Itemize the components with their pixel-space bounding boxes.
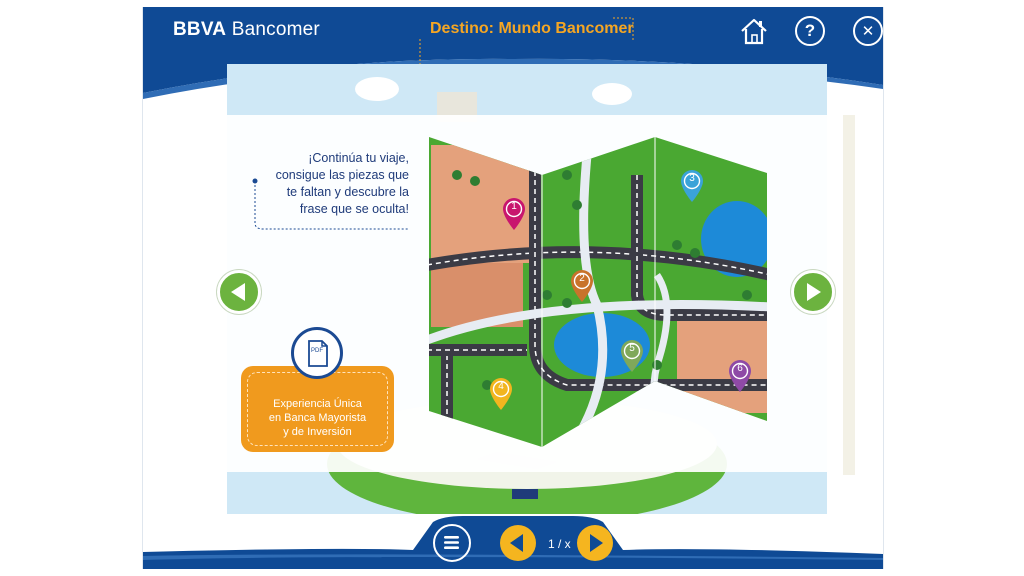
- close-button[interactable]: ✕: [853, 16, 883, 46]
- close-icon: ✕: [861, 22, 875, 40]
- caret-left-icon: [510, 534, 523, 552]
- map-pin-icon: [503, 198, 525, 230]
- map-pin-icon: [681, 170, 703, 202]
- page-next-button[interactable]: [577, 525, 613, 561]
- instructions-line-4: frase que se oculta!: [299, 202, 409, 216]
- previous-button[interactable]: [217, 270, 261, 314]
- map-pin-label: 4: [498, 381, 504, 392]
- next-button[interactable]: [791, 270, 835, 314]
- map-pin-1[interactable]: 1: [501, 197, 527, 231]
- pdf-title-line-1: Experiencia Única: [273, 398, 362, 410]
- brand-light: Bancomer: [226, 19, 320, 40]
- pdf-resource-card[interactable]: Experiencia Única en Banca Mayorista y d…: [241, 366, 394, 452]
- brand-logo: BBVA Bancomer: [173, 19, 320, 41]
- help-button[interactable]: ?: [795, 16, 825, 46]
- folded-map[interactable]: [427, 135, 771, 453]
- pdf-title-line-2: en Banca Mayorista: [268, 412, 367, 424]
- map-pin-2[interactable]: 2: [569, 269, 595, 303]
- instructions-connector: [252, 178, 409, 230]
- pdf-badge-text: PDF: [311, 348, 323, 354]
- help-icon: ?: [804, 21, 816, 40]
- page-counter: 1 / x: [548, 537, 571, 551]
- home-button[interactable]: [739, 16, 769, 46]
- map-pin-label: 1: [511, 201, 517, 212]
- map-pin-label: 6: [737, 363, 743, 374]
- menu-button[interactable]: [433, 524, 471, 562]
- map-pin-label: 2: [579, 273, 585, 284]
- map-pin-label: 3: [689, 173, 695, 184]
- map-pin-icon: [490, 378, 512, 410]
- instructions-line-2: consigue las piezas que: [275, 168, 409, 182]
- instructions-text: ¡Continúa tu viaje, consigue las piezas …: [269, 150, 409, 218]
- app-frame: BBVA Bancomer Destino: Mundo Bancomer ? …: [142, 7, 884, 569]
- pdf-title-line-3: y de Inversión: [283, 426, 352, 438]
- instructions-line-1: ¡Continúa tu viaje,: [308, 151, 409, 165]
- pdf-download-button[interactable]: PDF: [291, 327, 343, 379]
- brand-bold: BBVA: [173, 19, 227, 40]
- map-pin-label: 5: [629, 343, 635, 354]
- arrow-left-icon: [231, 283, 245, 301]
- pdf-document-icon: PDF: [308, 340, 328, 367]
- arrow-right-icon: [807, 283, 821, 301]
- map-pin-4[interactable]: 4: [488, 377, 514, 411]
- map-pin-icon: [621, 340, 643, 372]
- hamburger-menu-icon: [444, 536, 459, 549]
- page-previous-button[interactable]: [500, 525, 536, 561]
- module-title: Destino: Mundo Bancomer: [430, 20, 634, 37]
- instructions-line-3: te faltan y descubre la: [286, 185, 409, 199]
- map-pin-icon: [729, 360, 751, 392]
- caret-right-icon: [590, 534, 603, 552]
- home-icon: [741, 18, 767, 45]
- map-pin-icon: [571, 270, 593, 302]
- map-pin-6[interactable]: 6: [727, 359, 753, 393]
- map-pin-5[interactable]: 5: [619, 339, 645, 373]
- pdf-card-text: Experiencia Única en Banca Mayorista y d…: [241, 397, 394, 439]
- card-shadow: [843, 115, 855, 475]
- map-pin-3[interactable]: 3: [679, 169, 705, 203]
